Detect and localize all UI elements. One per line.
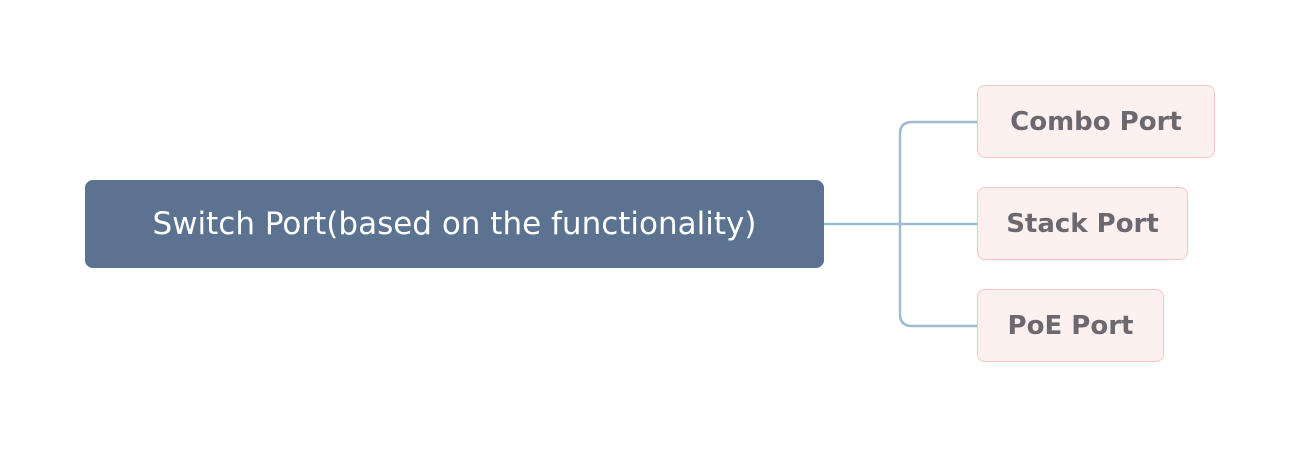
root-node[interactable]: Switch Port(based on the functionality)	[85, 180, 824, 268]
connector-branch-poe-port	[898, 224, 977, 328]
child-node-label: Combo Port	[1010, 106, 1182, 137]
child-node-stack-port[interactable]: Stack Port	[977, 187, 1188, 260]
child-node-combo-port[interactable]: Combo Port	[977, 85, 1215, 158]
root-node-label: Switch Port(based on the functionality)	[152, 206, 757, 242]
child-node-poe-port[interactable]: PoE Port	[977, 289, 1164, 362]
child-node-label: Stack Port	[1006, 208, 1159, 239]
connector-branch-combo-port	[898, 120, 977, 224]
child-node-label: PoE Port	[1007, 310, 1134, 341]
